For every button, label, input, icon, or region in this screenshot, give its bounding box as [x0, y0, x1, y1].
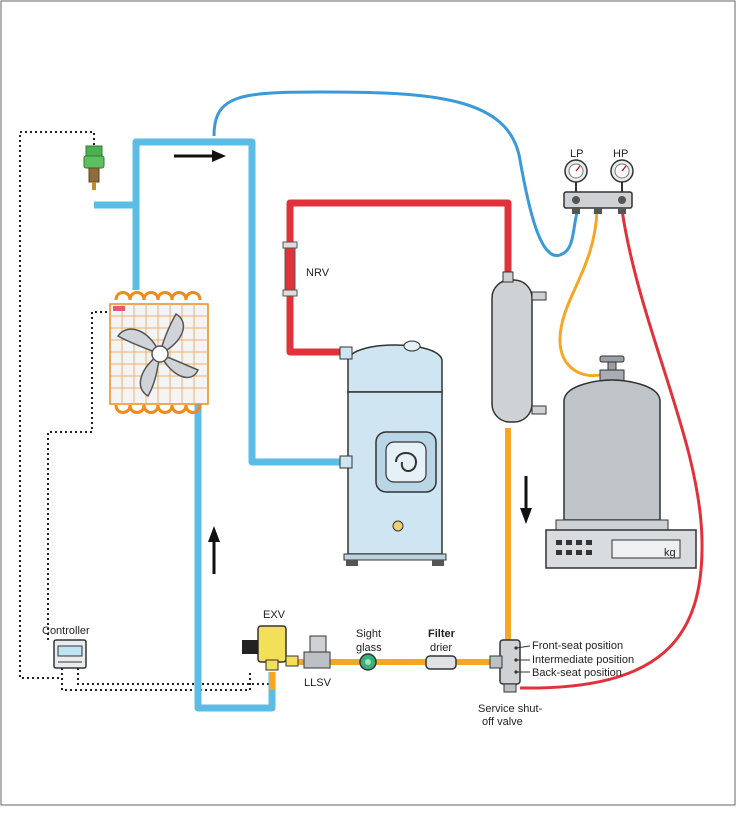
exv-valve — [242, 625, 299, 671]
filter-drier-label-line2: drier — [430, 642, 452, 654]
refrigerant-cylinder — [563, 355, 661, 521]
scale-unit-label: kg — [664, 547, 676, 559]
service-valve-label-line2: off valve — [482, 716, 523, 728]
controller-wiring — [19, 131, 270, 691]
llsv-label: LLSV — [304, 677, 332, 689]
condenser — [109, 291, 209, 414]
flow-arrow-up — [208, 526, 220, 574]
suction-line — [94, 138, 340, 712]
filter-drier-label-line1: Filter — [428, 628, 456, 640]
hp-gauge — [610, 159, 634, 183]
service-valve-label-line1: Service shut- — [478, 703, 543, 715]
compressor — [339, 340, 447, 566]
liquid-line — [269, 428, 511, 690]
filter-drier — [425, 655, 457, 670]
controller-device — [53, 639, 87, 669]
lp-gauge — [564, 159, 588, 183]
service-shutoff-valve — [489, 639, 531, 693]
hp-label: HP — [613, 148, 628, 160]
flow-arrow-down — [520, 476, 532, 524]
exv-label: EXV — [263, 609, 286, 621]
sight-glass-label-line1: Sight — [356, 628, 381, 640]
hp-service-hose — [519, 209, 704, 690]
flow-arrow-top — [174, 150, 226, 162]
sight-glass — [359, 653, 377, 671]
sight-glass-label-line2: glass — [356, 642, 382, 654]
nrv-label: NRV — [306, 267, 330, 279]
nrv-valve — [282, 241, 298, 297]
pressure-sensor-icon — [83, 145, 105, 190]
discharge-line — [286, 199, 512, 356]
controller-label: Controller — [42, 625, 90, 637]
back-seat-label: Back-seat position — [532, 667, 622, 679]
lp-label: LP — [570, 148, 583, 160]
llsv-valve — [303, 635, 331, 669]
front-seat-label: Front-seat position — [532, 640, 623, 652]
charging-hose — [558, 209, 605, 378]
liquid-receiver — [491, 271, 547, 423]
manifold-gauge — [563, 180, 633, 214]
fan-icon — [116, 312, 199, 398]
intermediate-label: Intermediate position — [532, 654, 634, 666]
weighing-scale — [545, 519, 697, 569]
lp-service-hose — [212, 90, 580, 257]
